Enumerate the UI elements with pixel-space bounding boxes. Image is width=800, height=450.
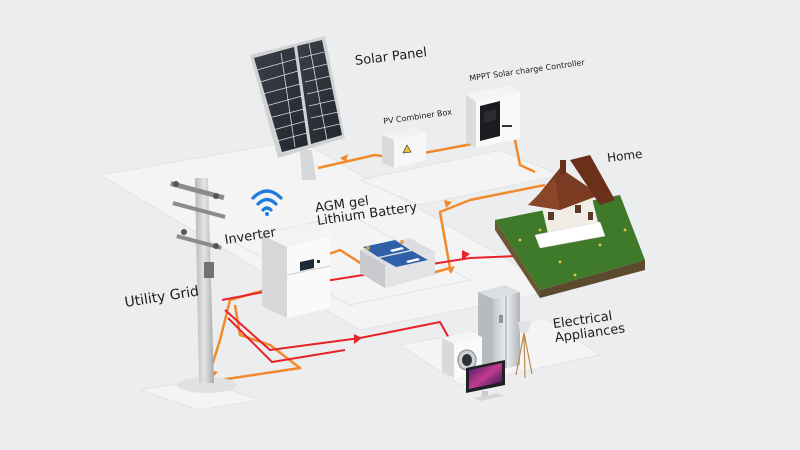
- arrow-ac-1: [462, 250, 470, 260]
- panel-left: [254, 47, 308, 152]
- mppt-controller: [466, 85, 520, 148]
- battery-top-right: [380, 251, 428, 267]
- solar-panel: [250, 36, 345, 180]
- inverter: [262, 224, 331, 318]
- ac-line-lower: [227, 317, 346, 363]
- battery-bank: [360, 238, 435, 288]
- pv-combiner-box: [382, 128, 426, 168]
- wifi-icon: [251, 189, 283, 216]
- utility-pole: [170, 178, 237, 393]
- battery-top-left: [363, 240, 410, 257]
- electrical-appliances: [442, 285, 533, 401]
- warning-icon: [402, 144, 412, 154]
- dc-line-inverter-to-pole: [208, 288, 266, 373]
- arrow-ac-2: [354, 334, 362, 344]
- floor-lamp: [515, 320, 533, 379]
- panel-right: [297, 40, 342, 144]
- home: [495, 155, 645, 298]
- monitor: [466, 360, 505, 401]
- inverter-display: [300, 259, 314, 271]
- arrow-dc-2: [444, 200, 452, 208]
- refrigerator: [478, 285, 520, 372]
- dc-line-lower: [219, 304, 302, 382]
- arrow-dc-1: [340, 154, 348, 162]
- dc-line-controller-to-home: [513, 139, 536, 174]
- arrow-dc-3: [447, 266, 455, 274]
